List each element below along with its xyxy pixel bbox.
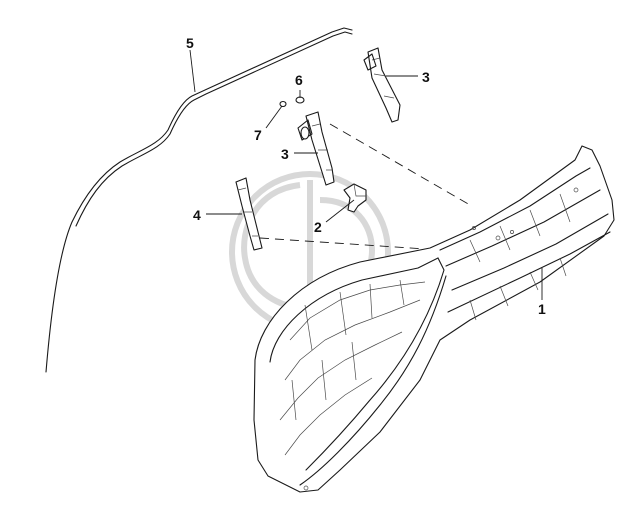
callout-3-middle: 3 — [281, 146, 289, 162]
callout-6: 6 — [295, 72, 303, 88]
part-4-bracket — [235, 177, 263, 251]
callout-leaders — [189, 49, 543, 300]
callout-3-upper: 3 — [422, 69, 430, 85]
part-3-bracket-middle — [297, 111, 335, 186]
callout-5: 5 — [186, 35, 194, 51]
part-1-wheel-arch-panel — [253, 145, 615, 493]
part-2-clip — [343, 183, 367, 213]
callout-1: 1 — [538, 301, 546, 317]
alignment-dash-lines — [259, 123, 471, 251]
callout-2: 2 — [314, 219, 322, 235]
part-7-washer — [279, 100, 287, 108]
part-5-trim-strip — [45, 27, 353, 373]
part-3-bracket-upper — [363, 47, 401, 123]
callout-4: 4 — [193, 207, 201, 223]
callout-7: 7 — [254, 127, 262, 143]
